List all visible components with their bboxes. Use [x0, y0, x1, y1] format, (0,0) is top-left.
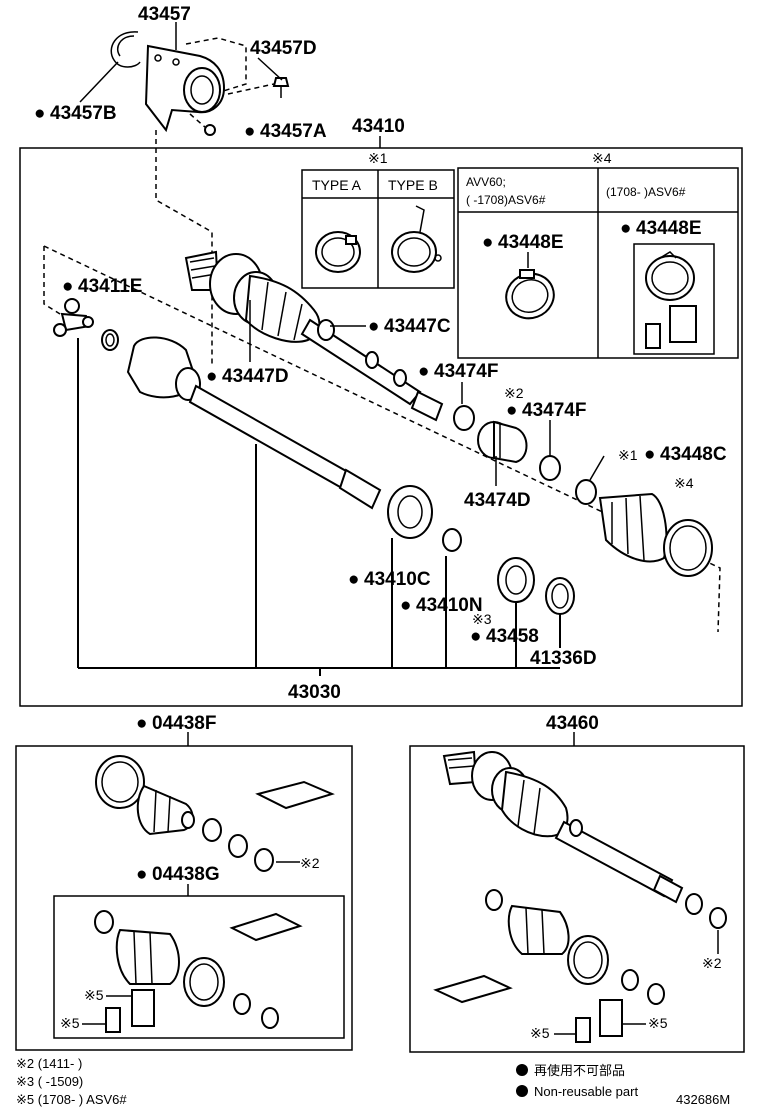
dot-43457A: ● — [244, 121, 255, 142]
avv-box-note: ※4 — [592, 150, 612, 166]
ring-43474F-a — [453, 405, 475, 431]
label-43030: 43030 — [288, 682, 341, 703]
shaft-assembly-43460 — [442, 750, 684, 904]
label-41336D: 41336D — [530, 648, 597, 669]
kit-04438F-frame — [15, 745, 353, 1051]
avv-left-line1: AVV60; — [466, 175, 506, 189]
note1-43448C: ※1 — [618, 447, 638, 463]
dash-bracket — [155, 130, 213, 366]
dot-43410N: ● — [400, 595, 411, 616]
label-43448E-b: 43448E — [636, 218, 702, 239]
ring-43474F-b — [539, 455, 561, 481]
clamp-type-a — [315, 231, 361, 273]
assembly-43410-frame — [19, 147, 743, 707]
dot-43447D: ● — [206, 366, 217, 387]
label-43410C: 43410C — [364, 569, 431, 590]
dot-43474F-a: ● — [418, 361, 429, 382]
note2-43474F-b: ※2 — [504, 385, 524, 401]
dot-43411E: ● — [62, 276, 73, 297]
leader-43457D — [257, 57, 283, 81]
label-43447D: 43447D — [222, 366, 289, 387]
snap-ring-43410N — [442, 528, 462, 552]
label-43447C: 43447C — [384, 316, 451, 337]
note3-43458: ※3 — [472, 611, 492, 627]
label-43448C: 43448C — [660, 444, 727, 465]
footnote-5: ※5 (1708- ) ASV6# — [16, 1092, 127, 1107]
legend-reusable-jp: 再使用不可部品 — [534, 1063, 625, 1078]
legend-dot-2 — [516, 1085, 528, 1097]
dot-43474F-b: ● — [506, 400, 517, 421]
dot-04438F: ● — [136, 713, 147, 734]
label-43457: 43457 — [138, 4, 191, 25]
avv-right-header: (1708- )ASV6# — [606, 185, 686, 199]
label-04438G: 04438G — [152, 864, 220, 885]
bearing-bracket — [110, 31, 290, 136]
note2-04438F: ※2 — [300, 855, 320, 871]
tripod-joint-43411E — [53, 298, 119, 351]
assembly-bus-lines — [77, 338, 561, 676]
note5-c: ※5 — [530, 1025, 550, 1041]
dash-long — [43, 245, 721, 633]
label-43457A: 43457A — [260, 121, 327, 142]
leader-43457B — [79, 61, 119, 103]
label-43411E: 43411E — [78, 276, 142, 297]
dot-04438G: ● — [136, 864, 147, 885]
outboard-joint-shaft — [184, 250, 444, 422]
seal-43458 — [497, 557, 535, 603]
ring-43448C — [575, 479, 597, 505]
kit-43460-frame — [409, 745, 745, 1053]
boot-clamp-43448E-a — [505, 269, 555, 320]
boot-kit-04438G — [94, 910, 303, 1033]
footnote-3: ※3 ( -1509) — [16, 1074, 83, 1089]
label-43460: 43460 — [546, 713, 599, 734]
label-43410N: 43410N — [416, 595, 483, 616]
label-04438F: 04438F — [152, 713, 216, 734]
type-box-note: ※1 — [368, 150, 388, 166]
kit-04438G-frame — [53, 895, 345, 1039]
dot-43448E-a: ● — [482, 232, 493, 253]
note4-boot: ※4 — [674, 475, 694, 491]
footnote-2: ※2 (1411- ) — [16, 1056, 82, 1071]
dot-43457B: ● — [34, 103, 45, 124]
dot-43448C: ● — [644, 444, 655, 465]
boot-kit-04438F — [95, 755, 335, 872]
clamp-type-b — [391, 205, 442, 273]
dash-left — [43, 246, 61, 315]
dynamic-damper-43474D — [477, 420, 528, 464]
label-43474D: 43474D — [464, 490, 531, 511]
dot-43447C: ● — [368, 316, 379, 337]
note5-b: ※5 — [60, 1015, 80, 1031]
label-43458: 43458 — [486, 626, 539, 647]
dot-43410C: ● — [348, 569, 359, 590]
label-43410: 43410 — [352, 116, 405, 137]
boot-kit-43460 — [433, 889, 727, 1043]
label-43457D: 43457D — [250, 38, 317, 59]
inboard-joint-shaft — [126, 336, 433, 539]
dot-43448E-b: ● — [620, 218, 631, 239]
note5-a: ※5 — [84, 987, 104, 1003]
boot-clamp-43448E-b — [645, 251, 697, 349]
note5-d: ※5 — [648, 1015, 668, 1031]
note2-43460: ※2 — [702, 955, 722, 971]
boot-kit — [598, 492, 713, 577]
label-43448E-a: 43448E — [498, 232, 564, 253]
type-b-label: TYPE B — [388, 177, 438, 193]
dot-43458: ● — [470, 626, 481, 647]
type-a-label: TYPE A — [312, 177, 362, 193]
diagram-id: 432686M — [676, 1092, 730, 1107]
legend-dot-1 — [516, 1064, 528, 1076]
legend-nonreusable-en: Non-reusable part — [534, 1084, 638, 1099]
avv-left-line2: ( -1708)ASV6# — [466, 193, 546, 207]
label-43457B: 43457B — [50, 103, 117, 124]
clamp-kit-box — [633, 243, 715, 355]
label-43474F-b: 43474F — [522, 400, 586, 421]
label-43474F-a: 43474F — [434, 361, 498, 382]
